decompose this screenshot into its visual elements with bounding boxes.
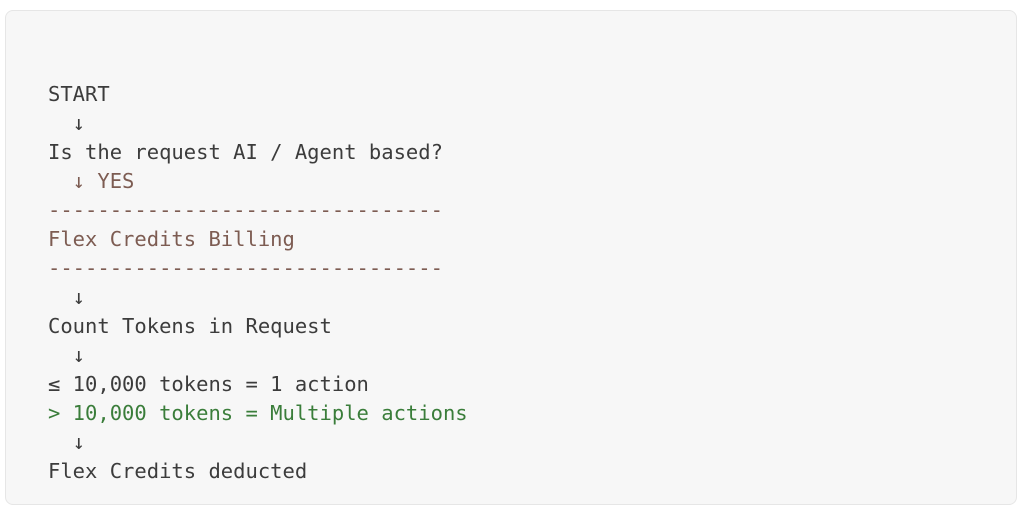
flow-line-arrow-2: ↓ <box>48 284 86 309</box>
flow-line-arrow-3: ↓ <box>48 342 86 367</box>
flow-line-rule-under: ≤ 10,000 tokens = 1 action <box>48 371 369 396</box>
flow-line-arrow-1: ↓ <box>48 110 86 135</box>
flow-line-arrow-4: ↓ <box>48 429 86 454</box>
flow-line-rule-top: -------------------------------- <box>48 197 443 222</box>
flow-line-branch-yes: ↓ YES <box>48 168 135 193</box>
flow-line-start: START <box>48 81 110 106</box>
flow-line-count-tokens: Count Tokens in Request <box>48 313 332 338</box>
code-card: START ↓Is the request AI / Agent based? … <box>5 10 1017 505</box>
flow-line-section-heading: Flex Credits Billing <box>48 226 295 251</box>
flow-line-decision: Is the request AI / Agent based? <box>48 139 443 164</box>
flow-line-rule-bottom: -------------------------------- <box>48 255 443 280</box>
flow-line-outcome: Flex Credits deducted <box>48 458 308 483</box>
flow-line-rule-over: > 10,000 tokens = Multiple actions <box>48 400 468 425</box>
flow-diagram-text: START ↓Is the request AI / Agent based? … <box>48 80 468 486</box>
